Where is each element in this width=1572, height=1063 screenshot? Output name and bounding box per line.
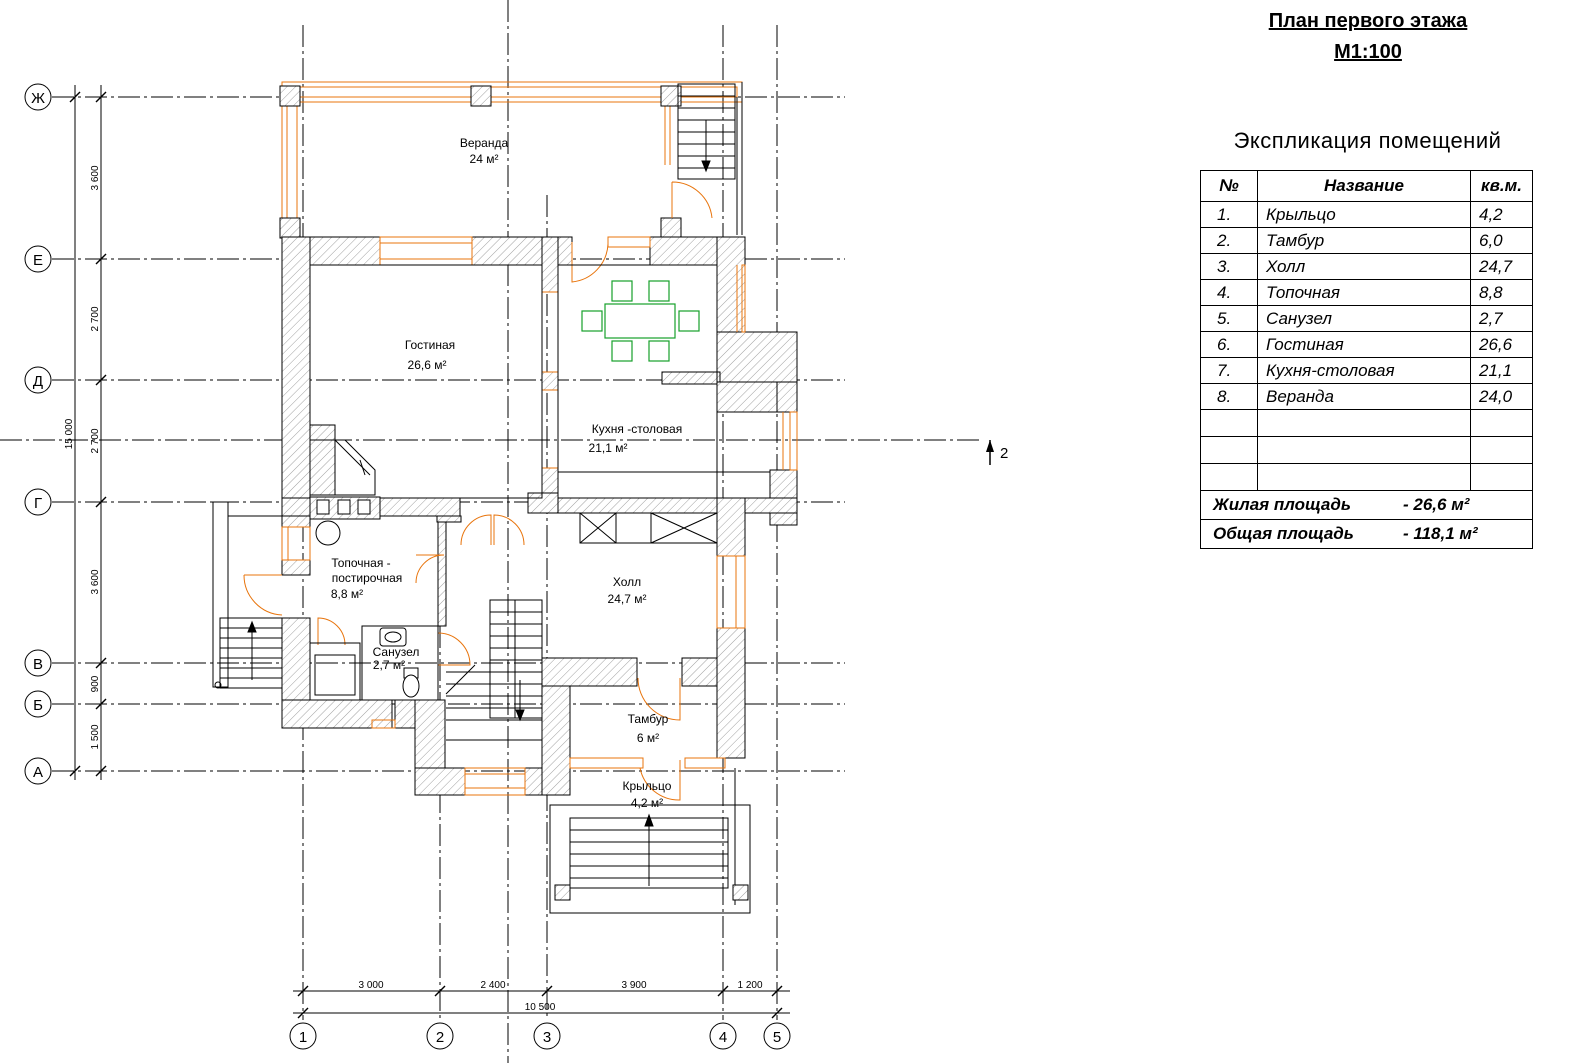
- room-name-bath: Санузел: [373, 645, 420, 659]
- horizontal-dimensions: [293, 985, 790, 1019]
- fireplace: [309, 424, 381, 546]
- svg-text:2: 2: [436, 1029, 444, 1046]
- veranda-structure: [279, 81, 743, 239]
- room-area-veranda: 24 м²: [470, 152, 499, 166]
- svg-text:10 500: 10 500: [525, 1002, 556, 1013]
- svg-text:Ж: Ж: [31, 90, 45, 107]
- room-name-boiler: Топочная -: [331, 556, 390, 570]
- svg-text:3 600: 3 600: [90, 165, 101, 190]
- room-name-hall: Холл: [613, 575, 641, 589]
- column-header-area: кв.м.: [1470, 170, 1533, 202]
- porch-stair: [549, 768, 751, 914]
- row-axis-markers: Ж Е Д Г В Б А: [24, 83, 52, 785]
- room-area-porch: 4,2 м²: [631, 796, 663, 810]
- doors: [243, 242, 681, 801]
- svg-text:3 600: 3 600: [90, 569, 101, 594]
- room-name-boiler-2: постирочная: [332, 571, 403, 585]
- svg-text:5: 5: [773, 1029, 781, 1046]
- svg-text:3: 3: [543, 1029, 551, 1046]
- svg-text:А: А: [33, 764, 43, 781]
- svg-text:3 000: 3 000: [358, 980, 383, 991]
- horizontal-dimension-labels: 3 000 2 400 3 900 1 200 10 500: [358, 980, 762, 1013]
- room-area-vestibule: 6 м²: [637, 731, 659, 745]
- side-stair: [212, 501, 283, 689]
- svg-text:4: 4: [719, 1029, 727, 1046]
- bathroom-fixtures: [379, 627, 420, 698]
- room-name-veranda: Веранда: [460, 136, 509, 150]
- svg-text:2 700: 2 700: [90, 428, 101, 453]
- room-area-bath: 2,7 м²: [373, 658, 405, 672]
- living-area-row: Жилая площадь - 26,6 м²: [1200, 490, 1533, 520]
- total-area-value: - 118,1 м²: [1403, 524, 1478, 543]
- table-row-empty: [1200, 409, 1533, 437]
- svg-text:Е: Е: [33, 252, 43, 269]
- column-header-number: №: [1200, 170, 1258, 202]
- vertical-dimension-labels: 3 600 2 700 2 700 3 600 900 1 500 15 000: [64, 165, 101, 749]
- room-area-boiler: 8,8 м²: [331, 587, 363, 601]
- interior-lines: [309, 264, 770, 701]
- total-area-label: Общая площадь: [1213, 524, 1354, 543]
- dining-set: [581, 280, 700, 362]
- section-mark: 2: [986, 440, 1008, 465]
- room-area-living: 26,6 м²: [408, 358, 447, 372]
- vertical-dimensions: [69, 85, 107, 780]
- svg-text:3 900: 3 900: [621, 980, 646, 991]
- table-row-empty: [1200, 436, 1533, 464]
- walls: [281, 236, 798, 796]
- room-name-vestibule: Тамбур: [628, 712, 669, 726]
- explication-title: Экспликация помещений: [1233, 128, 1502, 153]
- room-area-hall: 24,7 м²: [608, 592, 647, 606]
- plan-title: План первого этажа: [1269, 10, 1468, 32]
- room-name-living: Гостиная: [405, 338, 455, 352]
- svg-text:Б: Б: [33, 697, 43, 714]
- room-area-kitchen: 21,1 м²: [589, 441, 628, 455]
- room-labels: Веранда 24 м² Гостиная 26,6 м² Кухня -ст…: [331, 136, 682, 810]
- svg-text:1: 1: [299, 1029, 307, 1046]
- svg-text:900: 900: [90, 675, 101, 692]
- svg-text:Д: Д: [33, 373, 43, 390]
- column-axis-markers: 1 2 3 4 5: [289, 1022, 791, 1050]
- svg-text:В: В: [33, 656, 43, 673]
- room-name-kitchen: Кухня -столовая: [592, 422, 682, 436]
- svg-text:2 400: 2 400: [480, 980, 505, 991]
- total-area-row: Общая площадь - 118,1 м²: [1200, 519, 1533, 549]
- svg-text:15 000: 15 000: [64, 418, 75, 449]
- table-row-empty: [1200, 463, 1533, 491]
- table-header-row: № Название кв.м.: [1200, 170, 1533, 202]
- svg-text:1 500: 1 500: [90, 724, 101, 749]
- svg-text:Г: Г: [34, 495, 42, 512]
- living-area-value: - 26,6 м²: [1403, 495, 1470, 514]
- living-area-label: Жилая площадь: [1213, 495, 1351, 514]
- room-name-porch: Крыльцо: [623, 779, 672, 793]
- interior-stair: [445, 599, 543, 741]
- svg-text:2: 2: [1000, 445, 1008, 462]
- svg-text:1 200: 1 200: [737, 980, 762, 991]
- svg-text:2 700: 2 700: [90, 306, 101, 331]
- plan-scale: М1:100: [1334, 41, 1402, 63]
- column-header-name: Название: [1257, 170, 1471, 202]
